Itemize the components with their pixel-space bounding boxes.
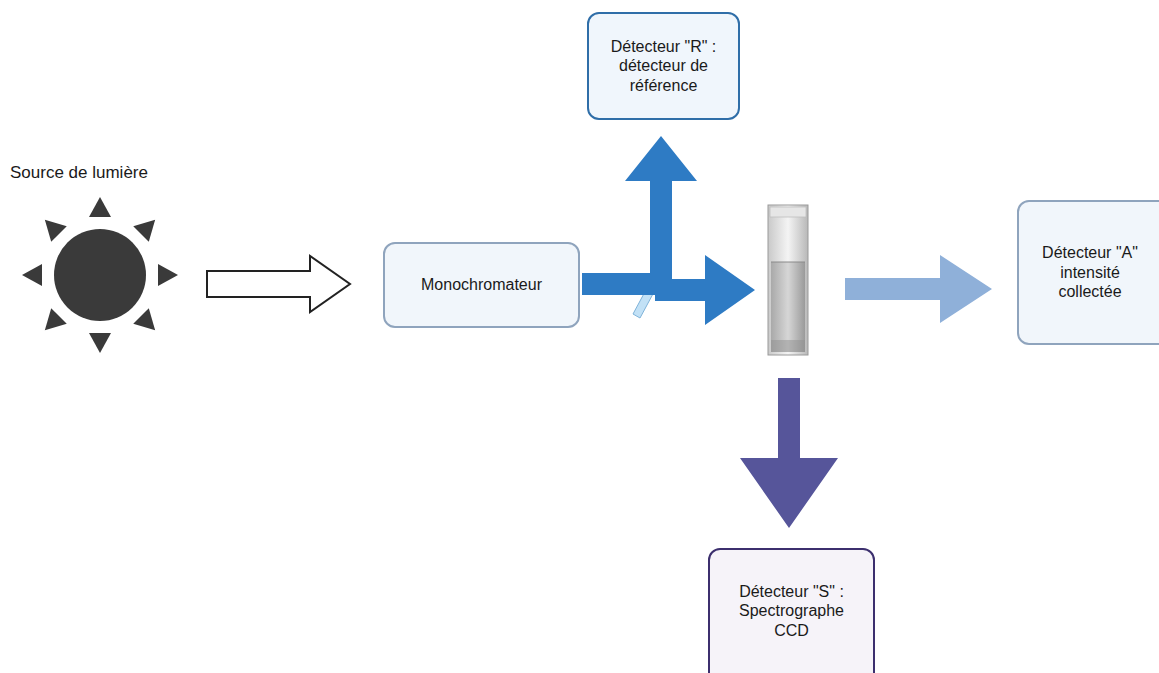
box-label: Détecteur "R" : détecteur de référence xyxy=(599,37,728,96)
emission-arrow xyxy=(740,378,838,528)
process-box: Monochromateur xyxy=(383,242,580,328)
box-label: Détecteur "S" : Spectrographe CCD xyxy=(720,582,863,641)
light-source: Source de lumière xyxy=(10,163,195,348)
process-box: Détecteur "S" : Spectrographe CCD xyxy=(708,548,875,673)
sun-icon xyxy=(20,195,180,355)
beam-arrow xyxy=(207,256,350,312)
box-label: Détecteur "A" intensité collectée xyxy=(1029,243,1151,302)
process-box: Détecteur "A" intensité collectée xyxy=(1017,200,1159,345)
cuvette xyxy=(768,205,808,355)
transmitted-arrow xyxy=(845,255,992,323)
box-label: Monochromateur xyxy=(421,275,542,295)
process-box: Détecteur "R" : détecteur de référence xyxy=(587,12,740,120)
source-label: Source de lumière xyxy=(10,163,148,183)
beam-arrow xyxy=(582,136,697,295)
